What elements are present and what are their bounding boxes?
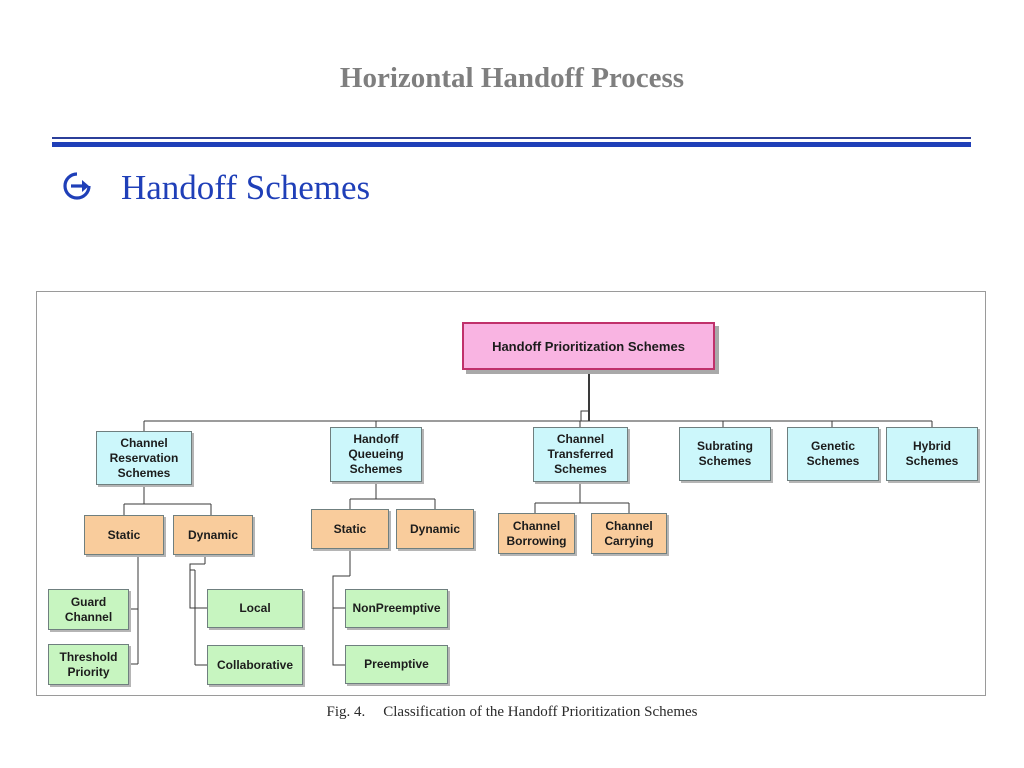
node-hq-static: Static xyxy=(311,509,389,549)
classification-diagram: Handoff Prioritization Schemes Channel R… xyxy=(36,291,986,696)
node-handoff-prioritization-schemes: Handoff Prioritization Schemes xyxy=(462,322,715,370)
figure-caption: Fig. 4. Classification of the Handoff Pri… xyxy=(0,704,1024,721)
node-channel-transferred-schemes: Channel Transferred Schemes xyxy=(533,427,628,482)
node-threshold-priority: Threshold Priority xyxy=(48,644,129,685)
node-nonpreemptive: NonPreemptive xyxy=(345,589,448,628)
node-handoff-queueing-schemes: Handoff Queueing Schemes xyxy=(330,427,422,482)
arrow-circle-right-icon xyxy=(63,172,91,200)
bullet-text: Handoff Schemes xyxy=(121,168,371,207)
caption-text: Classification of the Handoff Prioritiza… xyxy=(383,704,698,720)
title-rule-thick xyxy=(52,142,971,147)
node-cr-dynamic: Dynamic xyxy=(173,515,253,555)
node-local: Local xyxy=(207,589,303,628)
node-channel-reservation-schemes: Channel Reservation Schemes xyxy=(96,431,192,485)
node-genetic-schemes: Genetic Schemes xyxy=(787,427,879,481)
node-collaborative: Collaborative xyxy=(207,645,303,685)
node-hybrid-schemes: Hybrid Schemes xyxy=(886,427,978,481)
caption-label: Fig. 4. xyxy=(326,704,366,720)
title-rule-thin xyxy=(52,137,971,139)
node-channel-carrying: Channel Carrying xyxy=(591,513,667,554)
slide-title: Horizontal Handoff Process xyxy=(339,62,685,94)
node-cr-static: Static xyxy=(84,515,164,555)
node-channel-borrowing: Channel Borrowing xyxy=(498,513,575,554)
node-hq-dynamic: Dynamic xyxy=(396,509,474,549)
node-preemptive: Preemptive xyxy=(345,645,448,684)
connector-lines xyxy=(123,370,933,666)
node-guard-channel: Guard Channel xyxy=(48,589,129,630)
node-subrating-schemes: Subrating Schemes xyxy=(679,427,771,481)
